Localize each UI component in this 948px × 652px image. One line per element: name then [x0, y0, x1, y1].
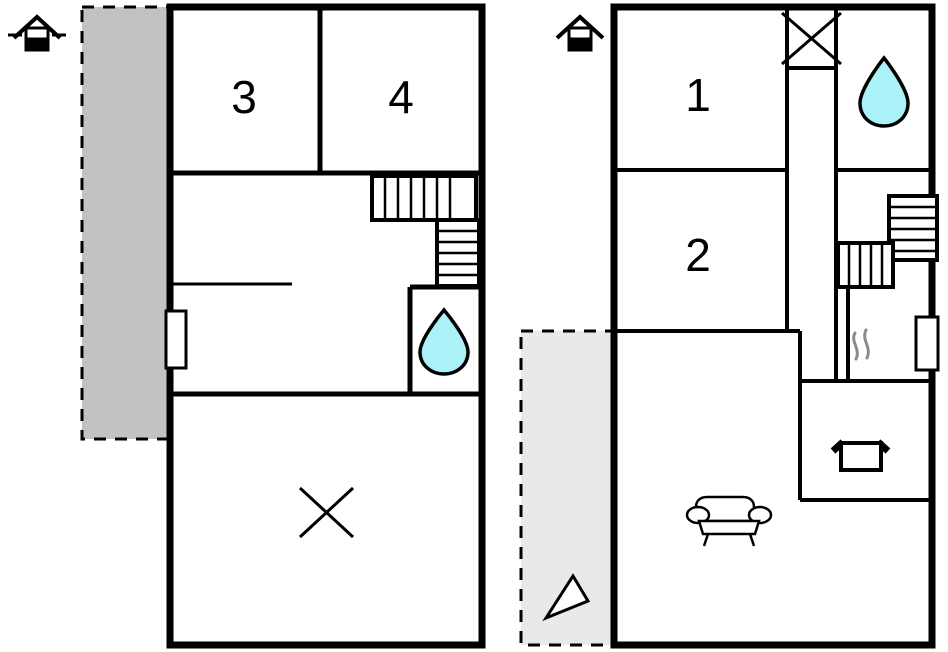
- room-label-4: 4: [388, 71, 414, 123]
- compass-roof-icon: [12, 14, 62, 40]
- cross-stroke-b: [298, 486, 355, 539]
- sofa-armrest-left-icon: [685, 505, 711, 525]
- terrace-triangle-icon: [542, 573, 591, 622]
- north-indicator-ground: [555, 14, 605, 52]
- sofa-leg-left-icon: [702, 533, 710, 547]
- ground-stairs-icon: [836, 194, 939, 289]
- ground-stairs-run-b: [836, 241, 895, 289]
- steam-wisp-b-icon: [863, 328, 870, 360]
- pot-body-icon: [839, 441, 883, 472]
- ground-door-icon: [914, 315, 940, 372]
- sofa-armrest-right-icon: [747, 505, 773, 525]
- sofa-icon: [685, 495, 773, 547]
- steam-wisp-a-icon: [852, 331, 859, 361]
- sofa-seat-icon: [697, 519, 761, 536]
- cross-stroke-b: [781, 11, 842, 66]
- compass-house-upper-icon: [24, 26, 50, 41]
- compass-house-upper-icon: [567, 26, 593, 41]
- upper-door-icon: [164, 309, 188, 370]
- room-label-1: 1: [685, 69, 711, 121]
- sofa-leg-right-icon: [748, 533, 756, 547]
- water-drop-icon-upper: [418, 307, 470, 376]
- upper-floor-plan: 3 4: [8, 3, 486, 649]
- water-drop-icon-ground: [858, 55, 910, 128]
- room-label-3: 3: [231, 71, 257, 123]
- cross-mark-icon-ground: [781, 11, 842, 66]
- cross-mark-icon-upper: [298, 486, 355, 539]
- room-label-2: 2: [685, 229, 711, 281]
- compass-house-lower-icon: [24, 37, 50, 52]
- ground-floor-plan: 1 2: [519, 3, 940, 649]
- upper-terrace-area: [80, 5, 174, 441]
- cooking-pot-icon: [830, 328, 891, 472]
- compass-house-lower-icon: [567, 37, 593, 52]
- north-indicator-upper: [8, 14, 66, 52]
- compass-roof-icon: [555, 14, 605, 40]
- upper-stairs-icon: [370, 174, 481, 288]
